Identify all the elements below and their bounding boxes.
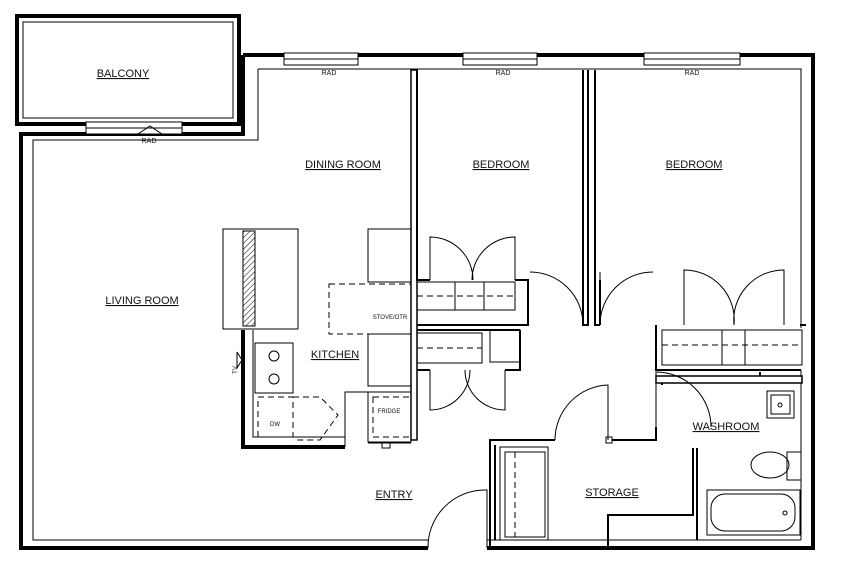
bedroom-1-label: BEDROOM [473, 159, 530, 171]
radiator-label-living: RAD [142, 138, 157, 145]
washroom-fixtures [706, 390, 802, 536]
balcony-label: BALCONY [97, 68, 150, 80]
tv-label: TV [233, 366, 239, 374]
dishwasher-label: DW [270, 422, 280, 428]
interior-walls [410, 69, 806, 548]
entry-label: ENTRY [375, 489, 413, 501]
closets [416, 281, 803, 541]
radiator-label-dining: RAD [322, 70, 337, 77]
living-room-label: LIVING ROOM [105, 295, 178, 307]
kitchen-cabinets [222, 228, 412, 449]
washroom-label: WASHROOM [693, 421, 760, 433]
windows [85, 52, 741, 135]
radiator-label-bedroom-1: RAD [496, 70, 511, 77]
storage-label: STORAGE [585, 487, 639, 499]
fridge-label: FRIDGE [378, 409, 401, 415]
room-labels: BALCONY DINING ROOM BEDROOM BEDROOM LIVI… [97, 68, 760, 501]
bedroom-2-label: BEDROOM [666, 159, 723, 171]
stove-label: STOVE/OTR [373, 315, 408, 321]
kitchen-label: KITCHEN [311, 349, 359, 361]
fixture-labels: RAD RAD RAD RAD STOVE/OTR FRIDGE DW TV [142, 70, 700, 428]
radiator-label-bedroom-2: RAD [685, 70, 700, 77]
dining-room-label: DINING ROOM [305, 159, 381, 171]
doors [427, 236, 785, 549]
exterior-walls [19, 53, 815, 550]
